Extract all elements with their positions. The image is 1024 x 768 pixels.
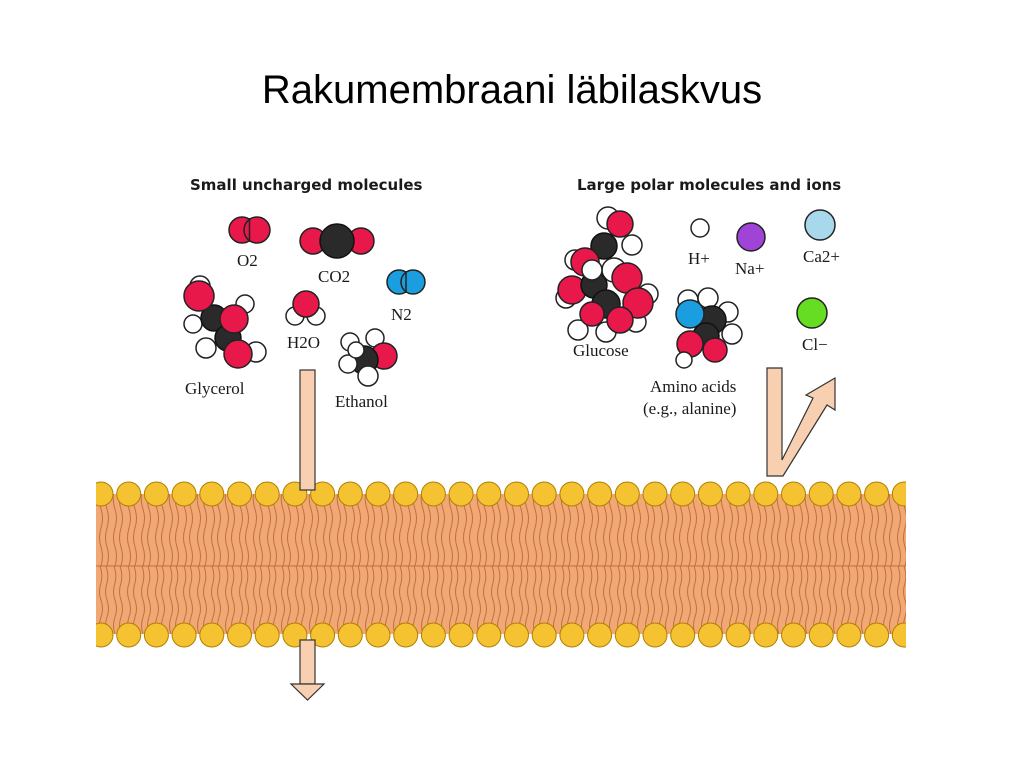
n2-label: N2 — [391, 305, 412, 324]
o2-label: O2 — [237, 251, 258, 270]
lipid-head — [864, 481, 890, 507]
lipid-head — [614, 481, 640, 507]
glucose-molecule — [555, 206, 659, 343]
lipid-head — [808, 481, 834, 507]
h2o-molecule — [285, 290, 326, 326]
na-ion — [736, 222, 766, 252]
lipid-head — [476, 481, 502, 507]
lipid-head — [96, 481, 114, 507]
lipid-head — [365, 622, 391, 648]
lipid-head — [531, 481, 557, 507]
lipid-head — [420, 481, 446, 507]
ca-ion — [804, 209, 836, 241]
lipid-head — [670, 481, 696, 507]
lipid-head — [753, 622, 779, 648]
large-molecules-header: Large polar molecules and ions — [577, 176, 841, 194]
lipid-head — [393, 622, 419, 648]
lipid-head — [227, 481, 252, 507]
small-molecules-header: Small uncharged molecules — [190, 176, 423, 194]
lipid-head — [781, 481, 806, 507]
alanine-example-label: (e.g., alanine) — [643, 399, 736, 418]
lipid-head — [199, 481, 225, 507]
outer-head-groups — [96, 481, 906, 507]
lipid-head — [199, 622, 225, 648]
lipid-head — [254, 622, 280, 648]
ethanol-label: Ethanol — [335, 392, 388, 411]
co2-label: CO2 — [318, 267, 350, 286]
lipid-head — [227, 622, 252, 648]
alanine-molecule — [675, 287, 743, 369]
h2o-label: H2O — [287, 333, 320, 352]
lipid-head — [697, 481, 723, 507]
cl-ion-label: Cl− — [802, 335, 828, 354]
lipid-head — [864, 622, 890, 648]
lipid-head — [171, 622, 197, 648]
lipid-bilayer — [96, 481, 906, 648]
pass-through-arrow — [289, 369, 326, 701]
lipid-head — [143, 481, 169, 507]
lipid-head — [587, 622, 613, 648]
lipid-head — [531, 622, 557, 648]
lipid-head — [559, 481, 585, 507]
ethanol-molecule — [338, 328, 398, 387]
co2-molecule — [299, 223, 375, 259]
lipid-head — [614, 622, 640, 648]
lipid-head — [476, 622, 502, 648]
lipid-head — [808, 622, 834, 648]
h-ion — [690, 218, 710, 238]
lipid-head — [642, 481, 668, 507]
n2-molecule — [386, 269, 426, 295]
lipid-head — [559, 622, 585, 648]
lipid-head — [143, 622, 169, 648]
lipid-head — [725, 622, 751, 648]
lipid-head — [891, 481, 906, 507]
lipid-head — [836, 481, 862, 507]
lipid-head — [448, 481, 474, 507]
o2-molecule — [228, 216, 271, 244]
lipid-head — [310, 481, 336, 507]
glycerol-label: Glycerol — [185, 379, 245, 398]
lipid-head — [781, 622, 806, 648]
lipid-head — [393, 481, 419, 507]
slide-title: Rakumembraani läbilaskvus — [261, 68, 763, 112]
lipid-head — [365, 481, 391, 507]
cl-ion — [796, 297, 828, 329]
lipid-head — [448, 622, 474, 648]
lipid-head — [116, 481, 142, 507]
glycerol-molecule — [183, 275, 267, 369]
reflect-arrow — [766, 367, 836, 477]
lipid-head — [725, 481, 751, 507]
na-ion-label: Na+ — [735, 259, 764, 278]
amino-acids-label: Amino acids — [650, 377, 736, 396]
lipid-head — [504, 481, 529, 507]
lipid-head — [337, 622, 363, 648]
lipid-head — [337, 481, 363, 507]
lipid-head — [836, 622, 862, 648]
lipid-head — [504, 622, 529, 648]
glucose-label: Glucose — [573, 341, 629, 360]
inner-head-groups — [96, 622, 906, 648]
lipid-head — [891, 622, 906, 648]
lipid-head — [753, 481, 779, 507]
lipid-head — [116, 622, 142, 648]
lipid-head — [587, 481, 613, 507]
lipid-head — [697, 622, 723, 648]
lipid-head — [254, 481, 280, 507]
lipid-head — [171, 481, 197, 507]
lipid-head — [96, 622, 114, 648]
ca-ion-label: Ca2+ — [803, 247, 840, 266]
lipid-head — [420, 622, 446, 648]
h-ion-label: H+ — [688, 249, 710, 268]
lipid-head — [642, 622, 668, 648]
lipid-head — [310, 622, 336, 648]
lipid-head — [670, 622, 696, 648]
